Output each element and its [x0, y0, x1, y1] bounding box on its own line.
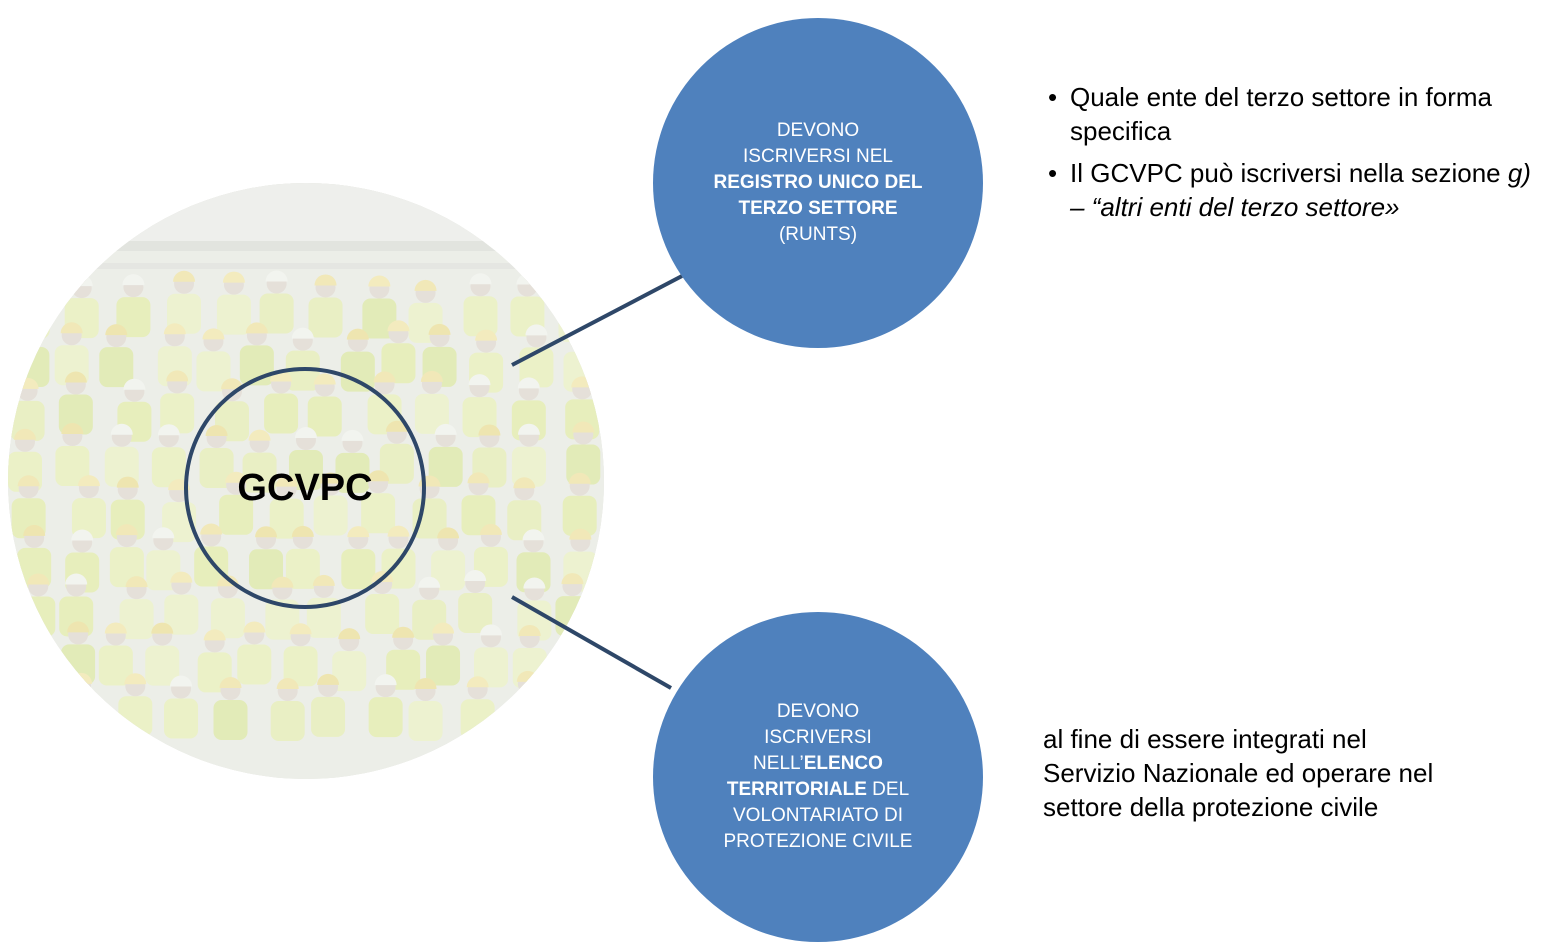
- runts-bold-text: REGISTRO UNICO DEL TERZO SETTORE: [713, 172, 923, 219]
- center-node: GCVPC: [184, 367, 426, 609]
- bullet-1-text: Quale ente del terzo settore in forma sp…: [1070, 82, 1493, 146]
- connector-bottom: [511, 595, 672, 690]
- center-label: GCVPC: [237, 466, 373, 509]
- bullet-item: Quale ente del terzo settore in forma sp…: [1040, 80, 1540, 148]
- runts-suffix: (RUNTS): [778, 224, 858, 245]
- runts-line-1: DEVONO: [776, 120, 860, 141]
- runts-bubble-text: DEVONO ISCRIVERSI NEL REGISTRO UNICO DEL…: [698, 118, 938, 248]
- bullet-2-italic: g) – “altri enti del terzo settore»: [1070, 158, 1531, 222]
- note-line-2: Servizio Nazionale ed operare nel: [1043, 758, 1434, 788]
- bullet-2-text: Il GCVPC può iscriversi nella sezione: [1070, 158, 1508, 188]
- elenco-bubble-text: DEVONO ISCRIVERSI NELL’ELENCO TERRITORIA…: [693, 699, 943, 855]
- bullet-item: Il GCVPC può iscriversi nella sezione g)…: [1040, 156, 1540, 224]
- elenco-bold-text: ELENCO TERRITORIALE: [726, 753, 883, 800]
- elenco-prefix: NELL’: [753, 753, 804, 774]
- runts-line-2: ISCRIVERSI NEL: [743, 146, 893, 167]
- elenco-note: al fine di essere integrati nel Servizio…: [1043, 722, 1553, 824]
- elenco-line-1: DEVONO: [776, 701, 860, 722]
- note-line-1: al fine di essere integrati nel: [1043, 724, 1367, 754]
- elenco-line-2: ISCRIVERSI: [764, 727, 872, 748]
- note-line-3: settore della protezione civile: [1043, 792, 1379, 822]
- elenco-rest: DEL VOLONTARIATO DI PROTEZIONE CIVILE: [723, 779, 913, 852]
- elenco-bubble: DEVONO ISCRIVERSI NELL’ELENCO TERRITORIA…: [653, 612, 983, 942]
- runts-bullet-list: Quale ente del terzo settore in forma sp…: [1040, 80, 1540, 232]
- connector-top: [511, 274, 683, 367]
- runts-bubble: DEVONO ISCRIVERSI NEL REGISTRO UNICO DEL…: [653, 18, 983, 348]
